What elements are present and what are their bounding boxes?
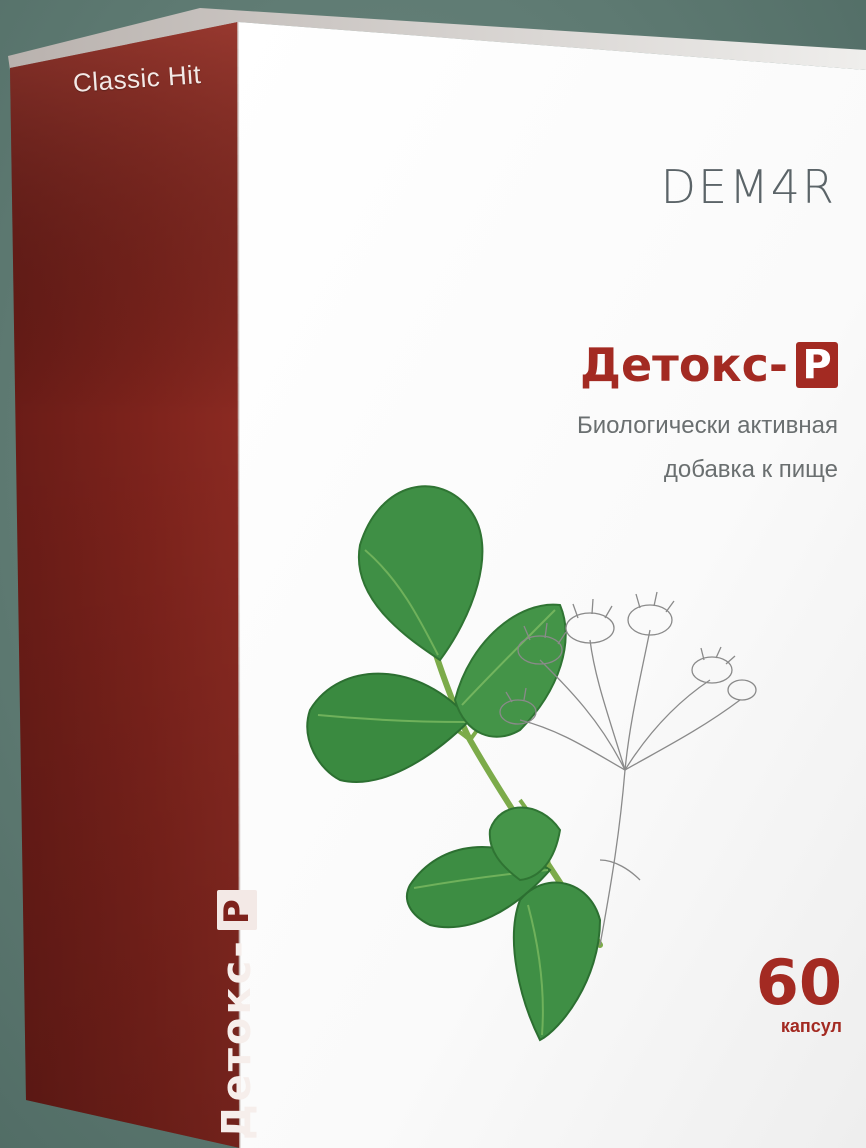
- subtitle-line-2: добавка к пище: [663, 456, 838, 483]
- capsule-unit: капсул: [780, 1016, 842, 1036]
- side-product-name-text: Детокс-: [214, 938, 260, 1140]
- brand-logo: DEM4R: [660, 160, 836, 214]
- product-name: Детокс-: [579, 338, 788, 392]
- flower-sketch-icon: [499, 591, 757, 946]
- capsule-count: 60: [755, 946, 842, 1019]
- leaf-illustration-icon: [306, 485, 603, 1042]
- product-badge: Р: [796, 342, 838, 388]
- product-title: Детокс- Р: [580, 338, 838, 392]
- side-product-name: Детокс- Р: [214, 890, 260, 1140]
- subtitle-line-1: Биологически активная: [576, 412, 838, 439]
- box-edge: [237, 21, 241, 1148]
- side-product-badge: Р: [217, 890, 257, 931]
- box-top-edge: [8, 8, 866, 70]
- box-front-panel: [238, 22, 866, 1148]
- box-side-shade: [10, 22, 240, 1148]
